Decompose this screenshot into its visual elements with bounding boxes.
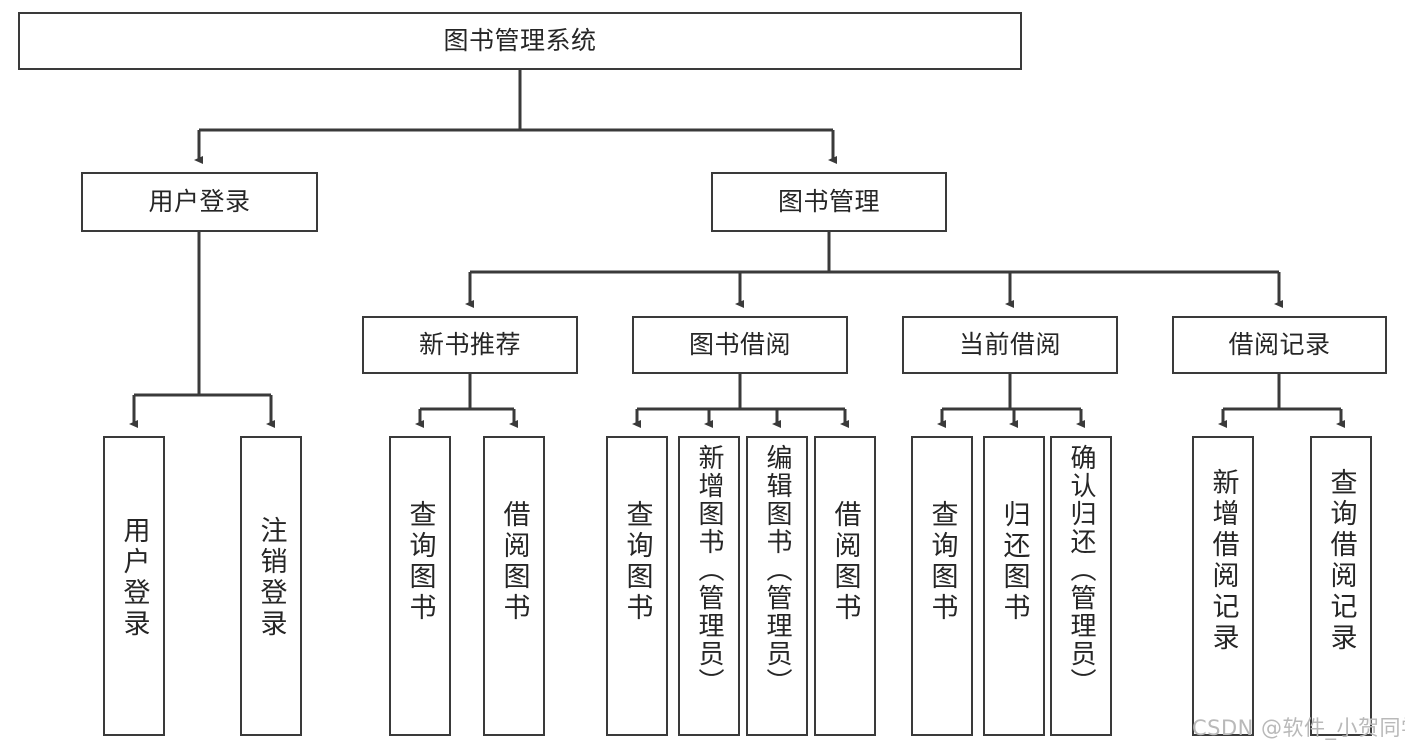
node-leaf-query-book-current[interactable]: 查询图书 [911, 436, 973, 736]
node-new-book-recommend[interactable]: 新书推荐 [362, 316, 578, 374]
node-root-book-management-system[interactable]: 图书管理系统 [18, 12, 1022, 70]
node-leaf-user-login[interactable]: 用户登录 [103, 436, 165, 736]
node-book-management[interactable]: 图书管理 [711, 172, 947, 232]
csdn-watermark: CSDN @软件_小贺同学 [1192, 716, 1405, 740]
node-leaf-logout-login[interactable]: 注销登录 [240, 436, 302, 736]
node-label: 图书管理系统 [443, 26, 597, 56]
node-label: 注销登录 [255, 516, 287, 640]
node-leaf-query-book-borrow[interactable]: 查询图书 [606, 436, 668, 736]
node-label: 借阅图书 [498, 500, 530, 624]
node-leaf-add-book-admin[interactable]: 新增图书（管理员） [678, 436, 740, 736]
node-label: 当前借阅 [958, 330, 1061, 360]
node-leaf-add-borrow-record[interactable]: 新增借阅记录 [1192, 436, 1254, 736]
node-label: 查询借阅记录 [1325, 468, 1357, 654]
node-book-borrow[interactable]: 图书借阅 [632, 316, 848, 374]
node-label: 图书管理 [777, 187, 880, 217]
node-label: 编辑图书（管理员） [762, 444, 792, 696]
node-label: 借阅图书 [829, 500, 861, 624]
node-label: 用户登录 [148, 187, 251, 217]
node-label: 图书借阅 [688, 330, 791, 360]
node-leaf-borrow-book[interactable]: 借阅图书 [814, 436, 876, 736]
node-label: 归还图书 [998, 500, 1030, 624]
node-leaf-query-book-recommend[interactable]: 查询图书 [389, 436, 451, 736]
node-label: 借阅记录 [1228, 330, 1331, 360]
node-label: 查询图书 [621, 500, 653, 624]
node-current-borrow[interactable]: 当前借阅 [902, 316, 1118, 374]
node-leaf-return-book[interactable]: 归还图书 [983, 436, 1045, 736]
node-leaf-query-borrow-record[interactable]: 查询借阅记录 [1310, 436, 1372, 736]
node-label: 新增借阅记录 [1207, 468, 1239, 654]
node-label: 确认归还（管理员） [1066, 444, 1096, 696]
node-label: 查询图书 [404, 500, 436, 624]
node-label: 用户登录 [118, 516, 150, 640]
node-label: 新书推荐 [418, 330, 521, 360]
node-leaf-borrow-book-recommend[interactable]: 借阅图书 [483, 436, 545, 736]
node-label: 查询图书 [926, 500, 958, 624]
node-label: 新增图书（管理员） [694, 444, 724, 696]
node-user-login[interactable]: 用户登录 [81, 172, 318, 232]
node-leaf-edit-book-admin[interactable]: 编辑图书（管理员） [746, 436, 808, 736]
node-borrow-record[interactable]: 借阅记录 [1172, 316, 1387, 374]
node-leaf-confirm-return-admin[interactable]: 确认归还（管理员） [1050, 436, 1112, 736]
